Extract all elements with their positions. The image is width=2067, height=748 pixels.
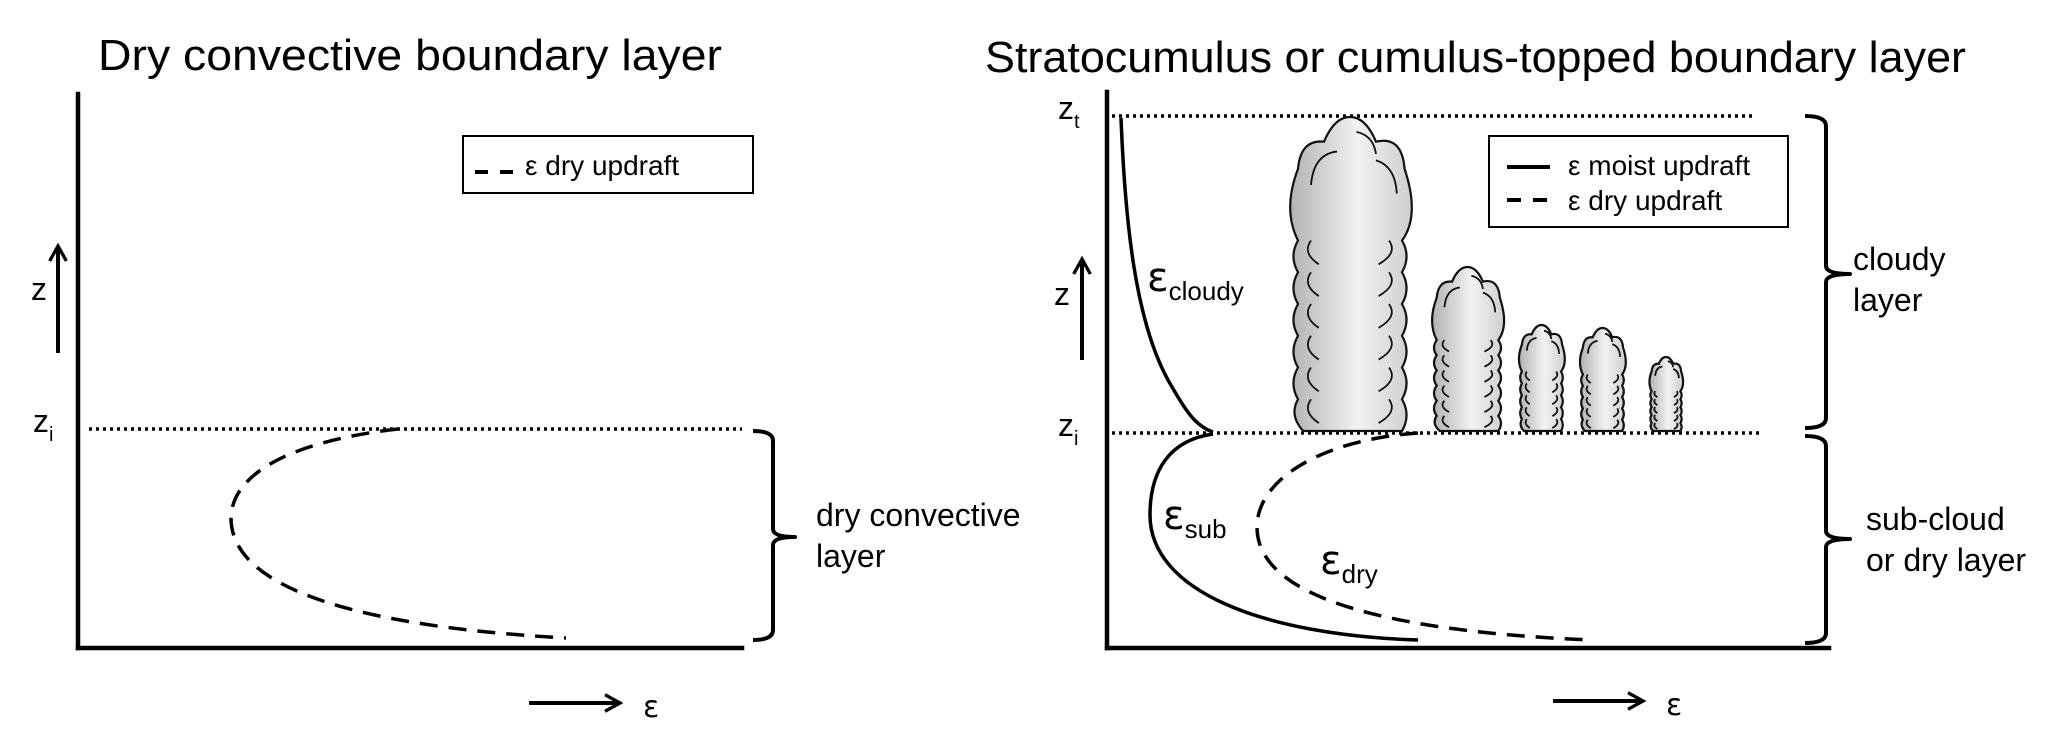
cloud-detail-stroke [1551, 418, 1559, 429]
cloud-detail-stroke [1585, 396, 1592, 407]
cloud-detail-stroke [1378, 239, 1393, 266]
legend-item-dry: ε dry updraft [525, 150, 679, 181]
cloud-detail-stroke [1524, 382, 1531, 394]
cloud-detail-stroke [1612, 407, 1620, 418]
legend: ε moist updraft ε dry updraft [1488, 135, 1789, 228]
cloud-detail-stroke [1484, 415, 1494, 429]
epsilon-axis-label: ε [1666, 688, 1682, 723]
cloud-detail-stroke [1524, 371, 1531, 382]
subcloud-layer-label-line1: sub-cloud [1866, 501, 2005, 537]
cloud-detail-stroke [1653, 390, 1658, 398]
zt-label: zt [1058, 90, 1080, 133]
cloud-detail-stroke [1551, 382, 1559, 394]
epsilon-axis-label: ε [643, 690, 659, 725]
cloud-detail-stroke [1441, 339, 1450, 353]
legend-box [462, 135, 754, 194]
cloud-detail-stroke [1551, 371, 1559, 382]
cloudy-layer-brace [1804, 114, 1852, 430]
subcloud-layer-brace [1804, 434, 1852, 645]
cloud-detail-stroke [1310, 130, 1398, 194]
panel-dry-cbl: Dry convective boundary layer z zi ε dry… [31, 31, 1021, 725]
cloud-detail-stroke [1585, 374, 1592, 384]
cloud-detail-stroke [1484, 339, 1494, 353]
cloud-detail-stroke [1585, 385, 1592, 396]
cloud-detail-stroke [1653, 414, 1658, 422]
clouds [1289, 115, 1685, 433]
zi-label: zi [33, 403, 53, 446]
z-axis-label: z [1054, 276, 1070, 312]
cloud-detail-stroke [1378, 398, 1393, 424]
cloud-detail-stroke [1673, 398, 1679, 406]
legend-item-dry: ε dry updraft [1568, 185, 1722, 216]
cloud-detail-stroke [1653, 422, 1658, 430]
cloud-detail-stroke [1441, 354, 1450, 368]
legend-box [1488, 135, 1789, 228]
cloud-detail-stroke [1441, 400, 1450, 413]
cloud-detail-stroke [1378, 335, 1393, 361]
cloud-detail-stroke [1378, 303, 1393, 329]
cloudy-layer-label-line2: layer [1853, 282, 1923, 318]
cloud-detail-stroke [1484, 400, 1494, 413]
cloud-detail-stroke [1441, 415, 1450, 429]
dry-layer-brace [752, 429, 797, 642]
cloud-detail-stroke [1524, 406, 1531, 417]
z-axis-label: z [31, 271, 47, 307]
cloud-detail-stroke [1306, 271, 1320, 297]
dry-layer-label-line2: layer [816, 538, 886, 574]
cloud-detail-stroke [1484, 384, 1494, 398]
cloud-detail-stroke [1586, 332, 1622, 357]
dry-layer-label-line1: dry convective [816, 497, 1021, 533]
cloud-detail-stroke [1524, 394, 1531, 406]
cloud-detail-stroke [1378, 366, 1393, 393]
cloud-detail-stroke [1653, 406, 1658, 414]
cloud-detail-stroke [1484, 369, 1494, 383]
cloud-detail-stroke [1612, 374, 1620, 384]
cloud-detail-stroke [1673, 406, 1679, 414]
cloudy-entrainment-curve [1119, 117, 1214, 434]
epsilon-sub-label: εsub [1163, 493, 1227, 544]
legend: ε dry updraft [462, 135, 754, 194]
subcloud-layer-label-line2: or dry layer [1866, 542, 2026, 578]
panel-cloud-topped-bl: Stratocumulus or cumulus-topped boundary… [985, 33, 2026, 723]
panel-title: Stratocumulus or cumulus-topped boundary… [985, 33, 1966, 82]
dry-updraft-curve [1255, 431, 1591, 642]
cloud-detail-stroke [1443, 274, 1497, 313]
cloud-detail-stroke [1306, 366, 1320, 393]
cloud-detail-stroke [1441, 384, 1450, 398]
cumulus-cloud-icon [1430, 265, 1506, 433]
cloud-detail-stroke [1551, 394, 1559, 406]
dry-updraft-curve [229, 427, 567, 640]
cloud-detail-stroke [1306, 239, 1320, 266]
cloud-detail-stroke [1585, 407, 1592, 418]
cloud-detail-stroke [1612, 419, 1620, 429]
cloud-detail-stroke [1612, 396, 1620, 407]
cloud-detail-stroke [1673, 390, 1679, 398]
cloud-detail-stroke [1306, 335, 1320, 361]
cloudy-layer-label-line1: cloudy [1853, 241, 1946, 277]
cloud-detail-stroke [1525, 329, 1561, 354]
epsilon-dry-label: εdry [1320, 538, 1378, 589]
cloud-detail-stroke [1306, 303, 1320, 329]
zi-label: zi [1058, 407, 1078, 450]
cloud-detail-stroke [1654, 360, 1680, 379]
cloud-detail-stroke [1551, 406, 1559, 417]
cloud-detail-stroke [1612, 385, 1620, 396]
epsilon-cloudy-label: εcloudy [1147, 255, 1244, 306]
legend-item-moist: ε moist updraft [1568, 150, 1750, 181]
panel-title: Dry convective boundary layer [98, 31, 722, 80]
subcloud-entrainment-curve [1148, 432, 1419, 642]
cloud-detail-stroke [1585, 419, 1592, 429]
cumulus-cloud-icon [1289, 115, 1413, 433]
cloud-detail-stroke [1378, 271, 1393, 297]
cloud-detail-stroke [1306, 398, 1320, 424]
cloud-detail-stroke [1673, 414, 1679, 422]
cloud-detail-stroke [1524, 418, 1531, 429]
cloud-detail-stroke [1484, 354, 1494, 368]
cloud-detail-stroke [1441, 369, 1450, 383]
cloud-detail-stroke [1653, 398, 1658, 406]
cloud-detail-stroke [1673, 422, 1679, 430]
